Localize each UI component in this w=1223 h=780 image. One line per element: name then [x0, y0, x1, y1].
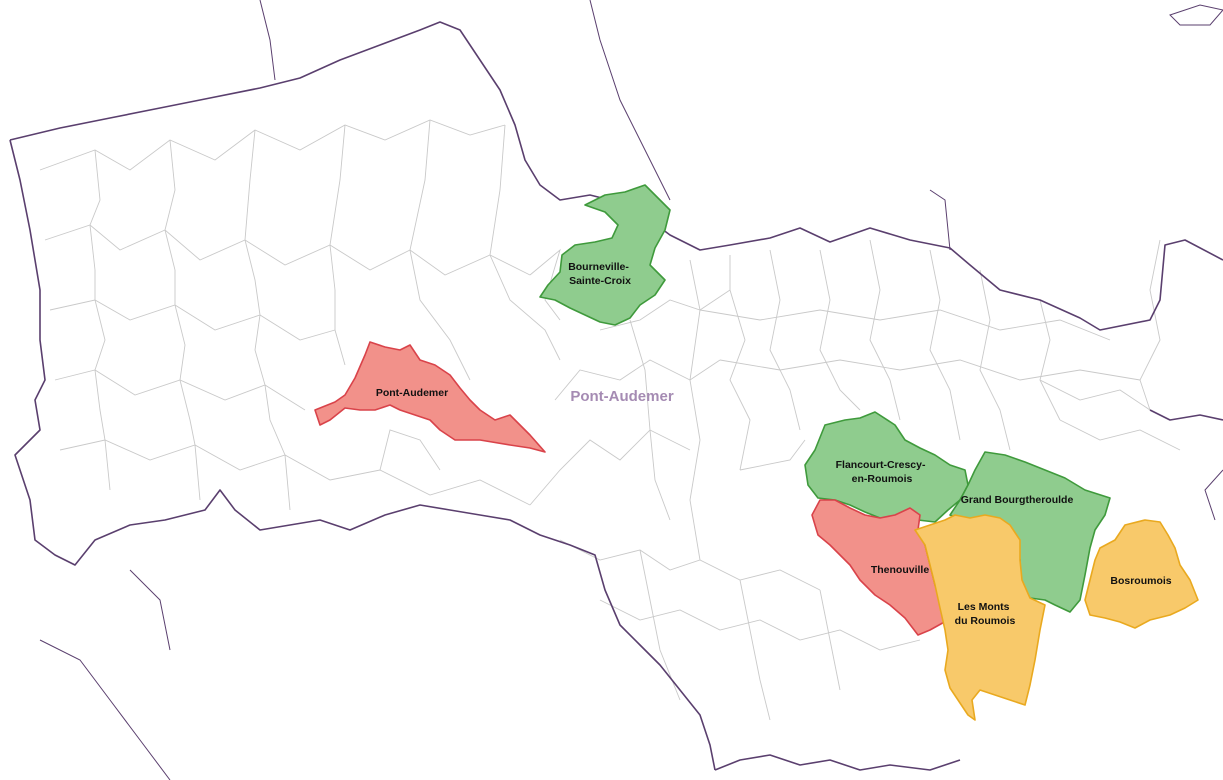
- label-bosroumois: Bosroumois: [1110, 575, 1171, 587]
- commune-les-monts-du-roumois[interactable]: [914, 514, 1046, 721]
- commune-bourneville-sainte-croix[interactable]: [539, 184, 671, 326]
- commune-bosroumois[interactable]: [1084, 519, 1199, 629]
- label-thenouville: Thenouville: [871, 564, 930, 576]
- label-grand-bourgtheroulde: Grand Bourgtheroulde: [961, 494, 1074, 506]
- label-flancourt-crescy-en-roumois: Flancourt-Crescy- en-Roumois: [836, 459, 929, 485]
- commune-labels: Bourneville- Sainte-Croix Pont-Audemer F…: [376, 261, 1172, 627]
- commune-boundaries: [39, 119, 1181, 721]
- commune-pont-audemer[interactable]: [314, 341, 546, 453]
- label-pont-audemer: Pont-Audemer: [376, 387, 448, 399]
- label-bourneville-sainte-croix: Bourneville- Sainte-Croix: [568, 261, 632, 287]
- region-label: Pont-Audemer: [570, 388, 674, 405]
- label-les-monts-du-roumois: Les Monts du Roumois: [955, 601, 1016, 627]
- commune-flancourt-crescy-en-roumois[interactable]: [804, 411, 969, 523]
- highlighted-communes: [314, 184, 1199, 721]
